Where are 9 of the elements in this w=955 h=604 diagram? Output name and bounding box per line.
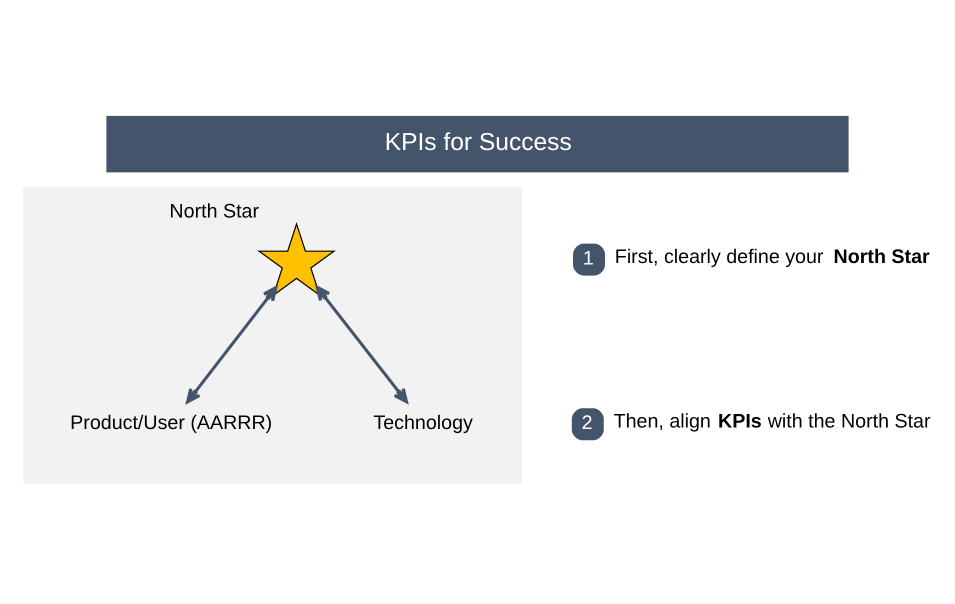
node-text: Technology xyxy=(373,412,473,434)
node-label: North Star xyxy=(169,200,260,223)
cluster xyxy=(23,186,522,484)
node-label: Then, align KPIs with the North Star xyxy=(614,410,931,433)
arrow xyxy=(316,286,408,404)
arrow xyxy=(186,286,278,404)
diagram-title: KPIs for Success xyxy=(384,129,572,156)
node-text: Product/User (AARRR) xyxy=(70,412,272,434)
node-label: First, clearly define your North Star xyxy=(614,246,930,268)
